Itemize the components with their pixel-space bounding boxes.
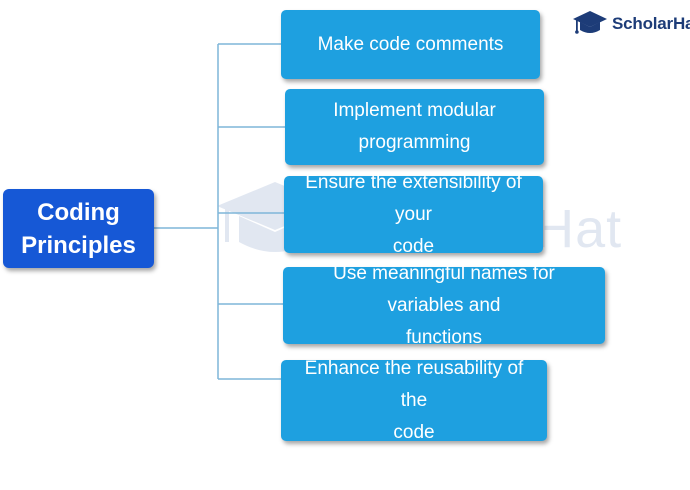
node-1-line-1: Make code comments bbox=[317, 33, 504, 55]
node-5-line-1: Enhance the reusability of the bbox=[304, 357, 524, 411]
node-3-line-2: code bbox=[392, 235, 435, 257]
node-2-line-1: Implement modular bbox=[333, 100, 496, 121]
node-make-code-comments: Make code comments bbox=[281, 10, 540, 79]
node-2-line-2: programming bbox=[358, 132, 471, 153]
graduation-cap-icon bbox=[573, 11, 607, 34]
root-node-line-2: Principles bbox=[21, 231, 136, 259]
node-4-line-2: functions bbox=[405, 326, 483, 348]
scholarhat-logo[interactable]: ScholarHat bbox=[572, 8, 690, 40]
logo-text: ScholarHat bbox=[612, 14, 690, 33]
node-4-line-1: Use meaningful names for variables and bbox=[333, 262, 555, 316]
node-ensure-extensibility: Ensure the extensibility of your code bbox=[284, 172, 543, 257]
node-enhance-reusability: Enhance the reusability of the code bbox=[281, 358, 547, 443]
root-node-coding-principles: Coding Principles bbox=[3, 189, 154, 268]
node-3-line-1: Ensure the extensibility of your bbox=[305, 171, 522, 225]
node-implement-modular-programming: Implement modular programming bbox=[285, 89, 544, 165]
node-5-line-2: code bbox=[393, 421, 435, 443]
node-meaningful-names: Use meaningful names for variables and f… bbox=[283, 263, 605, 348]
root-node-line-1: Coding bbox=[37, 198, 120, 226]
